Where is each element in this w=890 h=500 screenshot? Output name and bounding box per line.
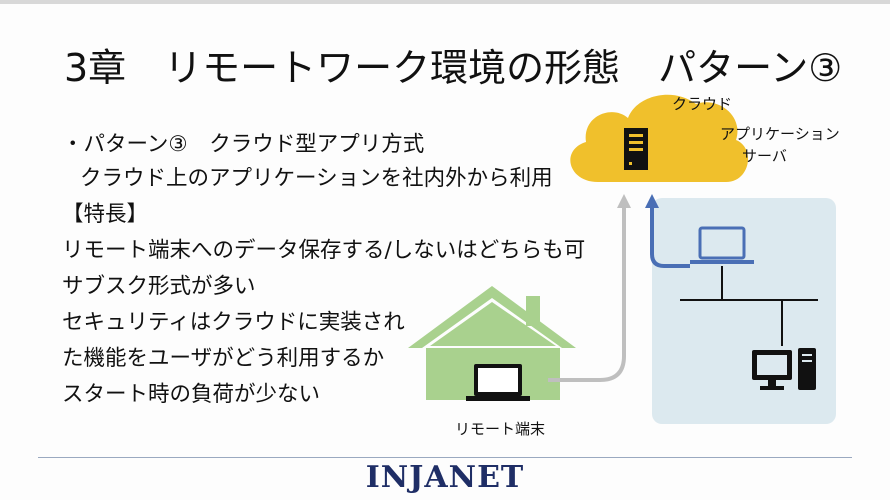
injanet-logo: INJANET [365, 460, 525, 495]
server-label-line1: アプリケーション [720, 125, 840, 143]
pattern-description: クラウド上のアプリケーションを社内外から利用 [80, 166, 553, 191]
office-to-cloud-arrow [645, 194, 690, 268]
footer-divider [38, 457, 852, 458]
server-label-line2: サーバ [742, 147, 787, 165]
feature-line-2: サブスク形式が多い [62, 274, 256, 299]
desktop-pc-icon [752, 348, 816, 390]
slide-top-edge [0, 0, 890, 4]
remote-terminal-label: リモート端末 [455, 420, 546, 438]
feature-line-3: セキュリティはクラウドに実装され [62, 310, 405, 335]
feature-line-1: リモート端末へのデータ保存する/しないはどちらも可 [62, 238, 586, 263]
remote-to-cloud-arrow [548, 194, 631, 382]
bullet-pattern: ・パターン③ クラウド型アプリ方式 [62, 132, 425, 157]
feature-line-4: た機能をユーザがどう利用するか [62, 346, 385, 371]
remote-laptop-icon [466, 364, 530, 401]
office-laptop-icon [690, 226, 754, 264]
cloud-shape [570, 94, 749, 182]
server-icon [624, 128, 648, 170]
features-heading: 【特長】 [62, 202, 149, 227]
cloud-label: クラウド [672, 95, 733, 113]
feature-line-5: スタート時の負荷が少ない [62, 382, 321, 407]
office-network-lines [680, 266, 818, 346]
slide-title: 3章 リモートワーク環境の形態 パターン③ [64, 46, 843, 90]
